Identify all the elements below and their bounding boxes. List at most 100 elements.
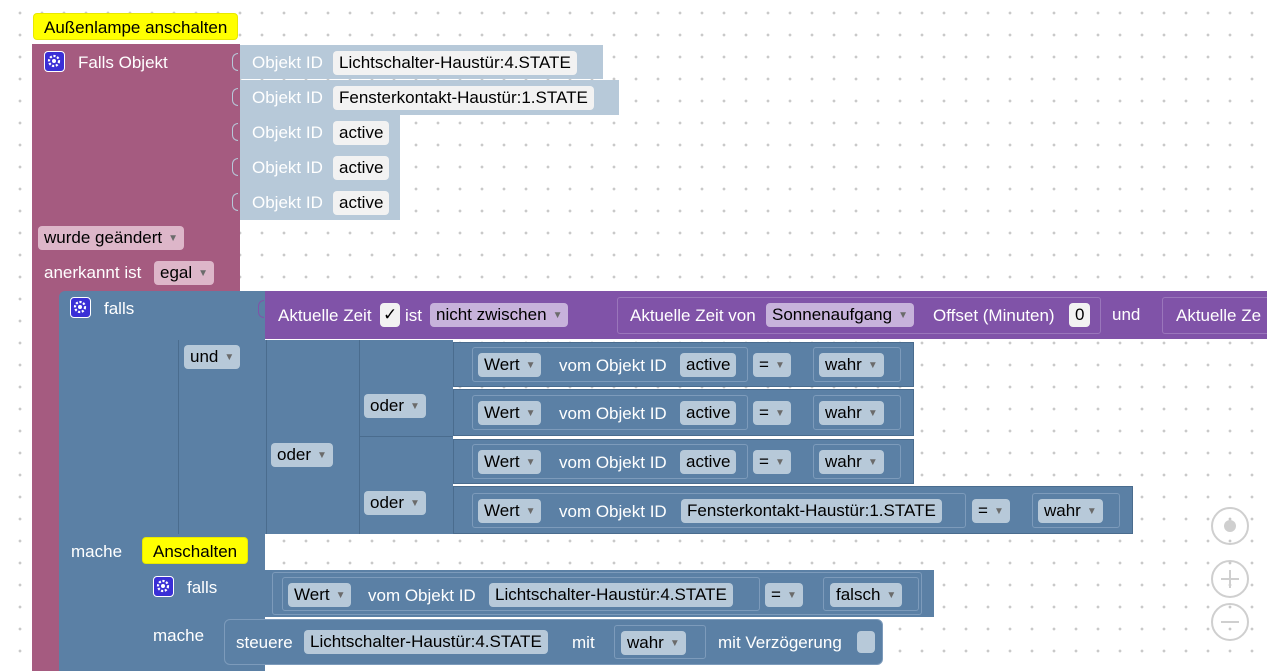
from-object-label: vom Objekt ID [559,502,667,521]
bool-block[interactable] [1032,493,1120,528]
objekt-id-value[interactable]: active [333,121,390,145]
bool-dropdown[interactable]: wahr▼ [819,450,884,474]
objekt-id-value[interactable]: Fensterkontakt-Haustür:1.STATE [333,86,594,110]
control-object-input[interactable]: Lichtschalter-Haustür:4.STATE [304,630,548,654]
recenter-icon[interactable] [1211,507,1249,545]
bool-dropdown[interactable]: wahr▼ [819,353,884,377]
falls-objekt-label: Falls Objekt [78,53,168,72]
dropdown-arrow-icon: ▼ [786,590,797,601]
wert-label: Wert [484,403,520,422]
bool-dropdown[interactable]: wahr ▼ [1038,499,1103,523]
objekt-id-value[interactable]: active [333,191,390,215]
ack-dropdown-label: egal [160,263,193,282]
sunrise-label: Sonnenaufgang [772,305,893,324]
inner-comment[interactable]: Anschalten [142,537,249,564]
eq-dropdown[interactable]: =▼ [753,401,791,425]
inner-falls-label: falls [187,578,218,597]
bool-label: falsch [836,585,881,604]
object-id-input[interactable]: active [680,401,737,425]
bool-block[interactable] [614,625,706,659]
objekt-id-value[interactable]: active [333,156,390,180]
event-block-header-extension [32,44,240,289]
bool-block[interactable] [813,347,901,382]
oder-block-inner-1[interactable] [359,340,453,437]
value-block[interactable] [472,347,748,382]
dropdown-arrow-icon: ▼ [410,401,420,412]
value-block[interactable] [472,395,748,430]
dropdown-arrow-icon: ▼ [898,310,908,321]
dropdown-arrow-icon: ▼ [224,352,235,363]
inner-if-body [142,617,224,671]
dropdown-arrow-icon: ▼ [525,408,536,419]
bool-label: wahr [1044,501,1081,520]
oder-dropdown-label: oder [370,493,405,512]
value-block[interactable] [472,444,748,479]
value-block[interactable] [472,493,966,528]
wert-label: Wert [294,585,330,604]
delay-checkbox[interactable] [857,631,875,653]
wert-dropdown[interactable]: Wert▼ [478,353,542,377]
eq-dropdown[interactable]: =▼ [765,583,803,607]
und-op-label: und [1112,305,1141,324]
if-mache-label: mache [71,542,123,561]
oder-dropdown[interactable]: oder▼ [271,443,333,467]
bool-label: wahr [825,355,862,374]
from-object-label: vom Objekt ID [368,586,476,605]
eq-dropdown[interactable]: =▼ [753,450,791,474]
bool-block[interactable] [823,577,919,611]
dropdown-arrow-icon: ▼ [552,310,563,321]
objekt-id-label: Objekt ID [252,158,323,177]
object-id-input[interactable]: Fensterkontakt-Haustür:1.STATE [681,499,942,523]
oder-dropdown[interactable]: oder▼ [364,491,426,515]
dropdown-arrow-icon: ▼ [1086,506,1097,517]
dropdown-arrow-icon: ▼ [867,408,878,419]
not-between-dropdown[interactable]: nicht zwischen▼ [430,303,569,327]
sunrise-dropdown[interactable]: Sonnenaufgang ▼ [766,303,914,327]
ack-dropdown[interactable]: egal▼ [154,261,215,285]
oder-block-inner-2[interactable] [359,437,453,534]
bool-dropdown[interactable]: wahr▼ [819,401,884,425]
changed-dropdown[interactable]: wurde geändert▼ [38,226,185,250]
und-dropdown[interactable]: und▼ [184,345,241,369]
eq-dropdown[interactable]: =▼ [972,499,1010,523]
gear-icon[interactable] [44,51,65,72]
script-comment[interactable]: Außenlampe anschalten [33,13,239,40]
bool-block[interactable] [813,395,901,430]
oder-dropdown[interactable]: oder▼ [364,394,426,418]
wert-dropdown[interactable]: Wert▼ [478,499,542,523]
gear-icon[interactable] [70,297,91,318]
dropdown-arrow-icon: ▼ [335,590,346,601]
zoom-out-icon[interactable] [1211,603,1249,641]
steuere-label: steuere [236,633,293,652]
offset-input[interactable]: 0 [1069,303,1091,327]
bool-dropdown[interactable]: wahr▼ [621,631,686,655]
inner-compare-block[interactable] [272,572,922,615]
value-block[interactable] [282,577,760,611]
mit-label: mit [572,633,595,652]
wert-label: Wert [484,452,520,471]
objekt-id-value[interactable]: Lichtschalter-Haustür:4.STATE [333,51,577,75]
dropdown-arrow-icon: ▼ [993,506,1004,517]
inner-mache-label: mache [153,626,205,645]
from-object-label: vom Objekt ID [559,453,667,472]
wert-dropdown[interactable]: Wert▼ [478,450,542,474]
time-label: Aktuelle Zeit [278,306,372,325]
objekt-id-label: Objekt ID [252,53,323,72]
object-id-input[interactable]: active [680,353,737,377]
objekt-id-label: Objekt ID [252,123,323,142]
time-right-block[interactable] [1162,297,1267,334]
bool-dropdown[interactable]: falsch▼ [830,583,903,607]
bool-block[interactable] [813,444,901,479]
connector-notch [232,123,238,141]
time-check-box[interactable]: ✓ [380,303,401,327]
gear-icon[interactable] [153,576,174,597]
wert-dropdown[interactable]: Wert ▼ [288,583,352,607]
wert-dropdown[interactable]: Wert ▼ [478,401,542,425]
dropdown-arrow-icon: ▼ [774,360,785,371]
object-id-input[interactable]: active [680,450,737,474]
objekt-id-label: Objekt ID [252,193,323,212]
oder-block-outer[interactable] [266,340,360,534]
zoom-in-icon[interactable] [1211,560,1249,598]
object-id-input[interactable]: Lichtschalter-Haustür:4.STATE [489,583,733,607]
eq-dropdown[interactable]: =▼ [753,353,791,377]
